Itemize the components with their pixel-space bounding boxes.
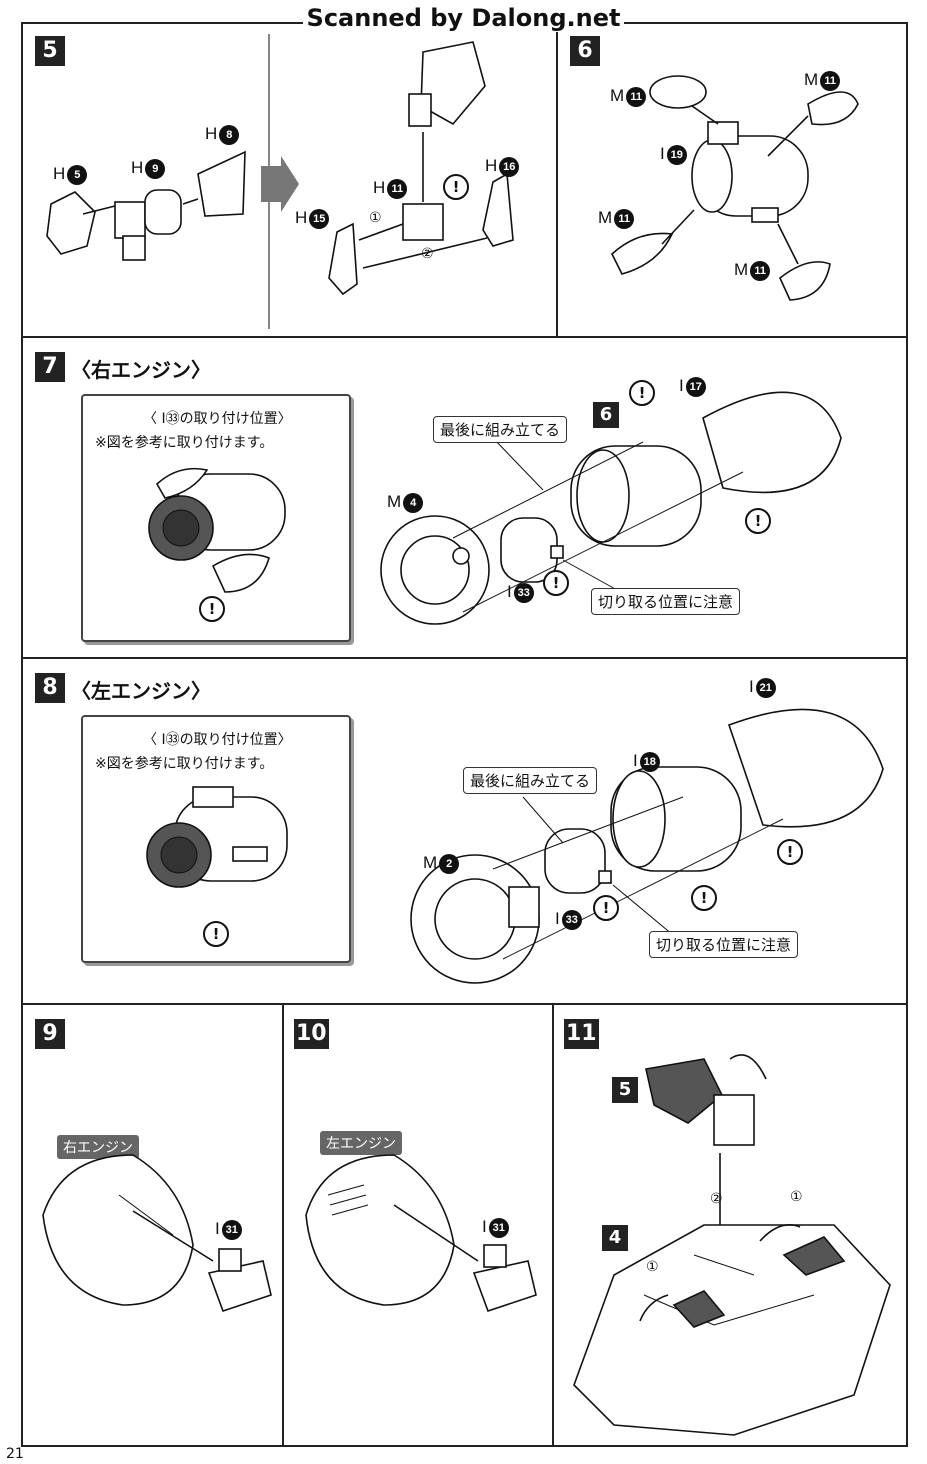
- inset-illustration: [148, 467, 286, 593]
- order-1: ①: [646, 1259, 659, 1275]
- step-5-illustration: [46, 34, 514, 329]
- ref-step-5: 5: [612, 1077, 638, 1103]
- step-number: 9: [35, 1019, 65, 1049]
- inset-title: 〈 I㉝の取り付け位置〉: [143, 411, 292, 427]
- ref-step-4: 4: [602, 1225, 628, 1251]
- step-8-illustration: [410, 708, 884, 984]
- step-7-panel: 7 〈右エンジン〉 〈 I㉝の取り付け位置〉 ※図を参考に取り付けます。 ! 最…: [21, 336, 908, 659]
- inset-note: ※図を参考に取り付けます。: [95, 756, 274, 772]
- position-inset: 〈 I㉝の取り付け位置〉 ※図を参考に取り付けます。 !: [81, 715, 351, 963]
- caution-icon: !: [443, 174, 469, 200]
- step-number: 6: [570, 36, 600, 66]
- engine-tag: 左エンジン: [320, 1131, 402, 1155]
- step-number: 5: [35, 36, 65, 66]
- callout-assemble-last: 最後に組み立てる: [433, 416, 568, 443]
- step-number: 11: [564, 1019, 599, 1049]
- inset-illustration: [146, 786, 288, 888]
- callout-assemble-last: 最後に組み立てる: [463, 767, 598, 794]
- caution-icon: !: [543, 570, 569, 596]
- callout-cut-position: 切り取る位置に注意: [649, 931, 799, 958]
- step-number: 8: [35, 673, 65, 703]
- order-2: ②: [710, 1191, 723, 1207]
- callout-cut-position: 切り取る位置に注意: [591, 588, 741, 615]
- step-6-illustration: [611, 75, 859, 301]
- caution-icon: !: [203, 921, 229, 947]
- step-8-panel: 8 〈左エンジン〉 〈 I㉝の取り付け位置〉 ※図を参考に取り付けます。 ! 最…: [21, 657, 908, 1005]
- caution-icon: !: [691, 885, 717, 911]
- inset-note: ※図を参考に取り付けます。: [95, 435, 274, 451]
- step-7-illustration: [380, 391, 842, 625]
- page-number: 21: [6, 1446, 24, 1462]
- caution-icon: !: [777, 839, 803, 865]
- step-number: 10: [294, 1019, 329, 1049]
- caution-icon: !: [593, 895, 619, 921]
- order-1: ①: [790, 1189, 803, 1205]
- order-1: ①: [369, 210, 382, 226]
- step-number: 7: [35, 352, 65, 382]
- caution-icon: !: [629, 380, 655, 406]
- ref-step-6: 6: [593, 402, 619, 428]
- step-title: 〈左エンジン〉: [71, 679, 211, 703]
- caution-icon: !: [745, 508, 771, 534]
- step-11-panel: 11 5 4 ② ① ①: [552, 1003, 908, 1447]
- caution-icon: !: [199, 596, 225, 622]
- position-inset: 〈 I㉝の取り付け位置〉 ※図を参考に取り付けます。 !: [81, 394, 351, 642]
- order-2: ②: [421, 246, 434, 262]
- inset-title: 〈 I㉝の取り付け位置〉: [143, 732, 292, 748]
- step-9-illustration: [42, 1154, 272, 1313]
- step-10-illustration: [305, 1154, 537, 1313]
- step-title: 〈右エンジン〉: [71, 358, 211, 382]
- scan-watermark: Scanned by Dalong.net: [0, 4, 927, 32]
- step-11-illustration: [573, 1054, 891, 1436]
